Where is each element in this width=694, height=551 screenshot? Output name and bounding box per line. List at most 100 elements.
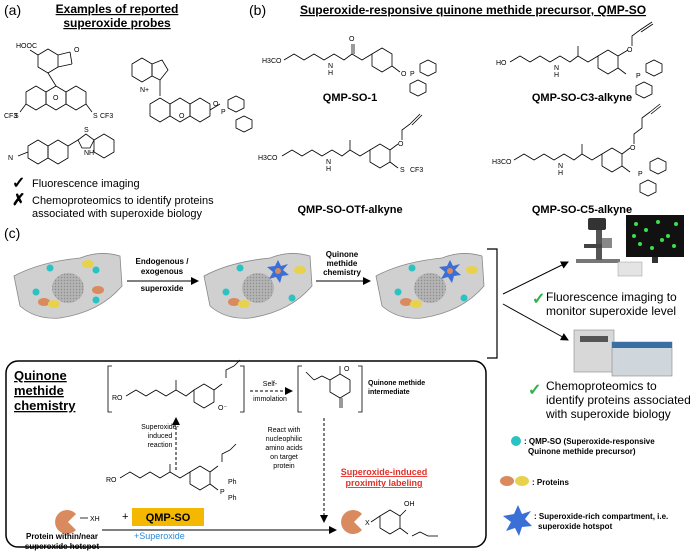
qmp-so-c5-p: P — [638, 171, 643, 178]
protein-line2: superoxide hotspot — [25, 542, 100, 551]
qmp-dot — [92, 296, 100, 304]
panel-a-title-line2: superoxide probes — [63, 16, 171, 30]
outcome-bracket — [487, 248, 498, 359]
labeled-x: X — [365, 520, 370, 527]
check-icon: ✓ — [12, 175, 25, 192]
fluorescein-s-left: S — [14, 113, 19, 120]
benzothiazole-n-label: N — [8, 155, 13, 162]
protein-orange — [38, 298, 50, 306]
qmp-dot — [46, 264, 54, 272]
react-line4: on target — [270, 454, 298, 461]
panel-c: (c) Endogenous / exogenous superoxide — [4, 215, 691, 551]
step2-line3: chemistry — [323, 268, 361, 277]
qmp-so-c5-o: O — [630, 145, 636, 152]
step1-line1: Endogenous / — [136, 257, 190, 266]
qmp-so-otf-name: QMP-SO-OTf-alkyne — [297, 204, 402, 216]
outcome2-line3: with superoxide biology — [545, 407, 671, 421]
protein-orange — [275, 268, 281, 274]
qmp-dot — [288, 294, 296, 302]
cross-icon: ✗ — [12, 192, 25, 209]
quinone-o-label: O — [344, 366, 350, 373]
legend-hotspot-icon — [503, 505, 532, 536]
probe-benzothiazole-structure — [17, 133, 115, 165]
induced-line2: induced — [148, 433, 173, 440]
protein-yellow — [238, 300, 250, 308]
qmp-so-otf-alkyne-structure — [281, 113, 423, 169]
protein-orange — [447, 268, 453, 274]
phenolate-intermediate-structure — [107, 359, 245, 413]
qmp-so-c5-h: H — [558, 170, 563, 177]
fluorescein-cf3-right: CF3 — [100, 113, 113, 120]
qmp-so-c3-o: O — [627, 47, 633, 54]
cell-2-nucleus — [242, 273, 274, 303]
qmp-so-c3-alkyne-structure — [509, 21, 663, 99]
qmp-so-1-p: P — [410, 71, 415, 78]
microscope-icon — [576, 218, 620, 263]
panel-a-label: (a) — [4, 2, 21, 18]
react-line5: protein — [273, 463, 295, 470]
cell-3 — [375, 253, 485, 319]
step1-line3: superoxide — [141, 284, 184, 293]
quinone-methide-structure — [297, 365, 363, 413]
box-title-line3: chemistry — [14, 398, 76, 413]
self-line1: Self- — [263, 381, 278, 388]
qmp-so-1-o-ester: O — [401, 71, 407, 78]
qmp-dot — [460, 294, 468, 302]
legend3-line2: superoxide hotspot — [538, 522, 613, 531]
panel-c-label: (c) — [4, 225, 20, 241]
qmp-so-1-o: O — [349, 36, 355, 43]
qmp-dot — [236, 264, 244, 272]
arrow-to-imaging — [502, 261, 569, 295]
fluorescein-s-right: S — [93, 113, 98, 120]
qmp-so-c3-p: P — [636, 73, 641, 80]
panel-a-title-line1: Examples of reported — [56, 2, 179, 16]
hemicyanine-o-label: O — [179, 113, 185, 120]
protein-yellow — [466, 266, 478, 274]
outcome1-line2: monitor superoxide level — [546, 304, 676, 318]
legend2: : Proteins — [532, 478, 569, 487]
panel-b: (b) Superoxide-responsive quinone methid… — [249, 2, 667, 216]
protein-xh: XH — [90, 516, 100, 523]
qmp-so-otf-cf3: CF3 — [410, 167, 423, 174]
qmp-so-otf-s: S — [400, 167, 405, 174]
qmp-so-c3-name: QMP-SO-C3-alkyne — [532, 92, 632, 104]
qmp-dot — [394, 288, 402, 296]
qmp-so-c3-h: H — [554, 72, 559, 79]
protein-orange — [400, 298, 412, 306]
hemicyanine-o-label-2: O — [213, 101, 219, 108]
cell-1 — [13, 253, 123, 319]
react-line2: nucleophilic — [266, 436, 303, 443]
qmp-so-c3-n: N — [554, 65, 559, 72]
qmp-so-1-structure — [283, 44, 437, 97]
legend-protein-yellow — [515, 476, 529, 486]
protein-orange — [92, 286, 104, 294]
qm-line1: Quinone methide — [368, 380, 425, 387]
induced-line3: reaction — [148, 442, 173, 449]
cell-3-nucleus — [414, 273, 446, 303]
intermediate-o-minus: O⁻ — [218, 405, 227, 412]
qmp-so-otf-h3co: H3CO — [258, 155, 278, 162]
outcome2-line1: Chemoproteomics to — [546, 379, 657, 393]
legend-protein-orange — [500, 476, 514, 486]
imaging-monitor-icon — [626, 215, 684, 263]
qmp-so-1-name: QMP-SO-1 — [323, 92, 377, 104]
precursor-ph-1: Ph — [228, 479, 237, 486]
check-icon: ✓ — [532, 291, 545, 308]
protein-yellow — [82, 260, 94, 268]
plus-superoxide: +Superoxide — [134, 531, 185, 541]
panel-a-check-text: Fluorescence imaging — [32, 178, 140, 190]
legend1-line2: Quinone methide precursor) — [528, 447, 636, 456]
fluorescein-carbonyl-o: O — [74, 47, 80, 54]
step2-line2: methide — [327, 259, 358, 268]
legend-qmp-dot — [511, 436, 521, 446]
qmp-so-1-h: H — [328, 70, 333, 77]
qmp-so-c5-alkyne-structure — [513, 103, 667, 197]
hemicyanine-p-label: P — [221, 109, 226, 116]
precursor-p: P — [220, 489, 225, 496]
qmp-so-precursor-structure — [119, 443, 237, 491]
induced-line1: Superoxide- — [141, 424, 179, 431]
panel-a-cross-text-line2: associated with superoxide biology — [32, 208, 202, 220]
labeled-phenol-structure — [370, 509, 438, 537]
qmp-so-1-n: N — [328, 63, 333, 70]
